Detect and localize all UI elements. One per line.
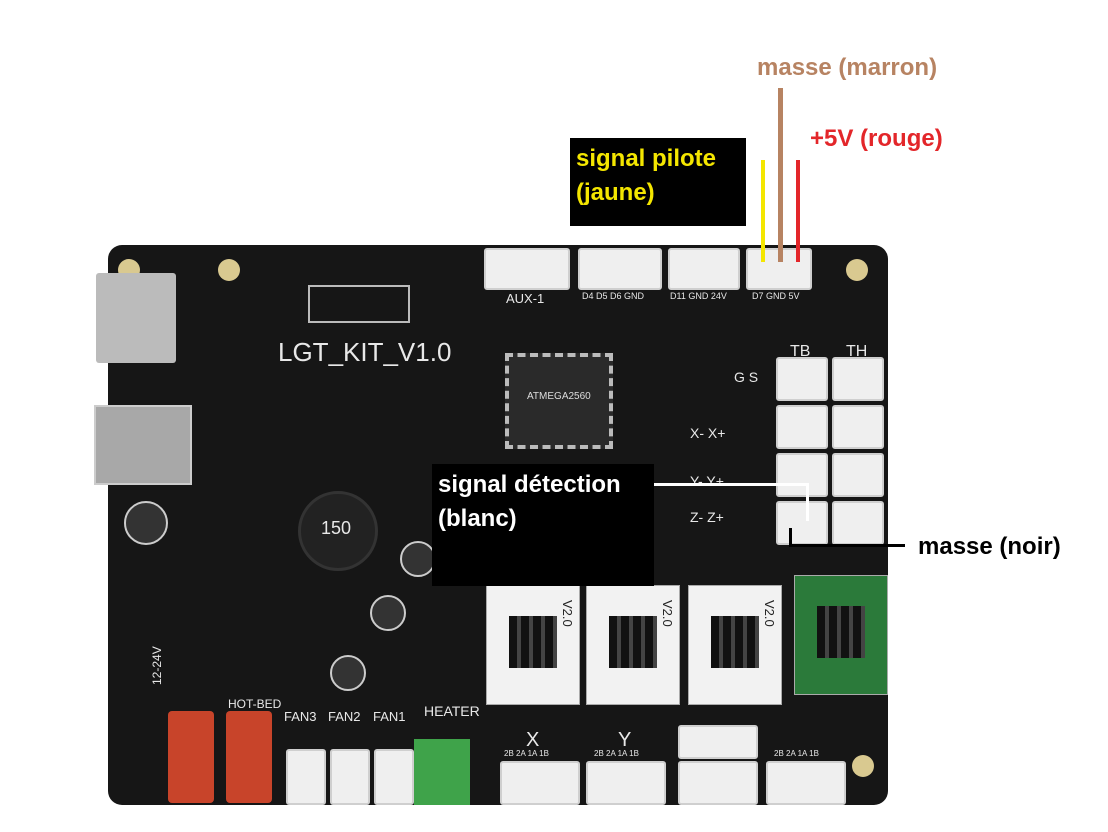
connector-y-endstop [832, 453, 884, 497]
connector-z-endstop [832, 501, 884, 545]
silk-fan3: FAN3 [284, 709, 317, 724]
mounting-hole [852, 755, 874, 777]
power-terminal [168, 711, 214, 803]
inductor-label: 150 [321, 518, 352, 538]
atmega-chip: ATMEGA2560 [505, 353, 613, 449]
label-signal-pilot-line2: (jaune) [576, 179, 655, 206]
silk-motor-x: X [526, 729, 540, 751]
label-signal-detection-line2: (blanc) [438, 505, 517, 532]
silk-z-endstop: Z- Z+ [690, 509, 724, 525]
connector-tb [776, 357, 828, 401]
label-5v-red: +5V (rouge) [810, 125, 943, 152]
silk-y-endstop: Y- Y+ [690, 473, 724, 489]
driver-version-label: V2.0 [660, 600, 675, 627]
connector-d11 [668, 248, 740, 290]
hotbed-terminal [226, 711, 272, 803]
connector-fan3 [286, 749, 326, 805]
black-pointer-line [789, 544, 905, 547]
board-name: LGT_KIT_V1.0 [278, 337, 452, 367]
silk-tb: TB [790, 343, 811, 360]
connector-x-endstop [832, 405, 884, 449]
sd-card-slot [96, 273, 176, 363]
connector-motor-x [500, 761, 580, 805]
heater-terminal [414, 739, 470, 805]
connector-d4-d6 [578, 248, 662, 290]
silk-th: TH [846, 343, 868, 360]
capacitor [370, 595, 406, 631]
chip-label: ATMEGA2560 [527, 391, 591, 402]
silk-aux1: AUX-1 [506, 291, 545, 306]
capacitor [330, 655, 366, 691]
label-signal-pilot-line1: signal pilote [576, 145, 717, 172]
white-pointer-line [806, 483, 809, 521]
capacitor [124, 501, 168, 545]
silk-d11: D11 GND 24V [670, 291, 727, 301]
fpc-connector [308, 285, 410, 323]
label-signal-pilot: signal pilote (jaune) [570, 138, 746, 226]
brown-wire [778, 88, 783, 262]
black-pointer-line [789, 528, 792, 546]
silk-gs: G S [734, 369, 759, 385]
silk-pins: 2B 2A 1A 1B [504, 749, 549, 758]
connector-fan1 [374, 749, 414, 805]
label-ground-black: masse (noir) [918, 533, 1061, 560]
driver-version-label: V2.0 [560, 600, 575, 627]
inductor: 150 [298, 491, 378, 571]
pcb-board: AUX-1 D4 D5 D6 GND D11 GND 24V D7 GND 5V… [94, 245, 888, 805]
red-wire [796, 160, 800, 262]
connector-motor-z [678, 725, 758, 759]
label-signal-detection-line1: signal détection [438, 471, 621, 498]
connector-y-endstop [776, 453, 828, 497]
usb-port [94, 405, 192, 485]
silk-hotbed: HOT-BED [228, 697, 282, 711]
mounting-hole [846, 259, 868, 281]
stepper-driver: V2.0 [586, 585, 680, 705]
connector-motor-e [766, 761, 846, 805]
silk-fan1: FAN1 [373, 709, 406, 724]
connector-x-endstop [776, 405, 828, 449]
connector-aux1 [484, 248, 570, 290]
silk-d4: D4 D5 D6 GND [582, 291, 645, 301]
silk-power: 12-24V [150, 646, 164, 685]
connector-motor-y [586, 761, 666, 805]
driver-version-label: V2.0 [762, 600, 777, 627]
connector-th [832, 357, 884, 401]
stepper-driver: V2.0 [688, 585, 782, 705]
silk-pins: 2B 2A 1A 1B [774, 749, 819, 758]
connector-z-endstop [776, 501, 828, 545]
label-ground-brown: masse (marron) [757, 54, 938, 81]
stepper-driver: V2.0 [486, 585, 580, 705]
mounting-hole [218, 259, 240, 281]
silk-fan2: FAN2 [328, 709, 361, 724]
connector-fan2 [330, 749, 370, 805]
stepper-driver-green [794, 575, 888, 695]
white-pointer-line [654, 483, 808, 486]
silk-heater: HEATER [424, 703, 480, 719]
silk-x-endstop: X- X+ [690, 425, 726, 441]
label-signal-detection: signal détection (blanc) [432, 464, 654, 586]
silk-d7: D7 GND 5V [752, 291, 800, 301]
silk-pins: 2B 2A 1A 1B [594, 749, 639, 758]
capacitor [400, 541, 436, 577]
connector-motor-z [678, 761, 758, 805]
yellow-wire [761, 160, 765, 262]
silk-motor-y: Y [618, 729, 632, 751]
